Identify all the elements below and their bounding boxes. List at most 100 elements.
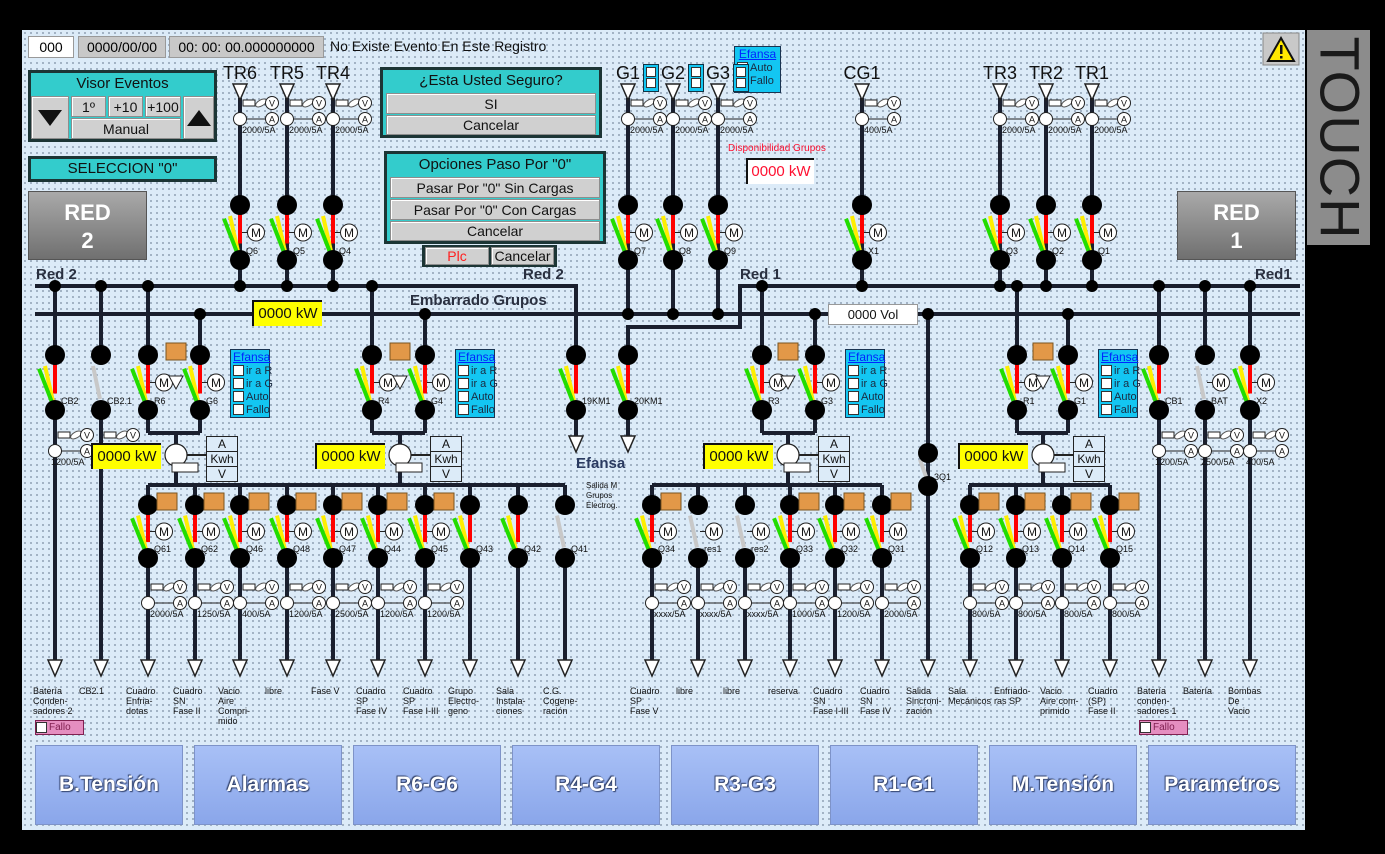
event-number-field[interactable]: 000 (28, 36, 74, 58)
sync-breaker[interactable]: 3Q1 (918, 443, 951, 496)
nav-button-r4-g4[interactable]: R4-G4 (512, 745, 660, 825)
red1-button[interactable]: RED 1 (1177, 191, 1296, 260)
plus10-button[interactable]: +10 (108, 96, 143, 117)
efansa-section-link[interactable]: Efansa (233, 350, 271, 364)
section-breaker[interactable]: MX2 (1232, 345, 1275, 420)
generator-fault-checkbox[interactable] (736, 78, 746, 88)
section-breaker[interactable]: MG3 (797, 345, 840, 420)
efansa-groups-link[interactable]: Efansa (738, 47, 777, 61)
efansa-option-checkbox[interactable] (233, 404, 244, 415)
confirm-cancel-button[interactable]: Cancelar (386, 115, 596, 135)
section-breaker[interactable]: MG6 (182, 345, 225, 420)
nav-button-alarmas[interactable]: Alarmas (194, 745, 342, 825)
feeder-breaker[interactable]: Q41 (555, 495, 588, 568)
efansa-option-checkbox[interactable] (458, 391, 469, 402)
incomer-breaker[interactable]: MQ7 (610, 195, 653, 270)
efansa-option-checkbox[interactable] (848, 365, 859, 376)
nav-button-r3-g3[interactable]: R3-G3 (671, 745, 819, 825)
next-event-button[interactable] (183, 96, 214, 139)
seleccion-button[interactable]: SELECCION "0" (28, 156, 217, 182)
incomer-breaker[interactable]: MQ5 (269, 195, 312, 270)
efansa-option-checkbox[interactable] (233, 391, 244, 402)
incomer-breaker[interactable]: MQ2 (1028, 195, 1071, 270)
section-breaker[interactable]: MR4 (354, 345, 397, 420)
section-breaker[interactable]: 19KM1 (558, 345, 611, 420)
efansa-option-checkbox[interactable] (233, 378, 244, 389)
first-event-button[interactable]: 1º (71, 96, 106, 117)
feeder-breaker[interactable]: Q43 (452, 495, 493, 568)
section-breaker[interactable]: MG4 (407, 345, 450, 420)
fallo-checkbox[interactable] (36, 722, 47, 733)
section-breaker[interactable]: MR3 (744, 345, 787, 420)
generator-status-checkbox[interactable] (691, 67, 701, 77)
incomer-breaker[interactable]: MQ1 (1074, 195, 1117, 270)
generator-status-checkbox[interactable] (646, 67, 656, 77)
section-breaker[interactable]: MG1 (1050, 345, 1093, 420)
efansa-option-checkbox[interactable] (458, 365, 469, 376)
generator-status-checkbox[interactable] (736, 67, 746, 77)
incomer-breaker[interactable]: MX1 (844, 195, 887, 270)
feeder-breaker[interactable]: Q42 (500, 495, 541, 568)
incomer-breaker[interactable]: MQ3 (982, 195, 1025, 270)
red2-button[interactable]: RED 2 (28, 191, 147, 260)
section-breaker[interactable]: CB2 (37, 345, 79, 420)
efansa-option-checkbox[interactable] (233, 365, 244, 376)
generator-fault-checkbox[interactable] (646, 78, 656, 88)
nav-button-r6-g6[interactable]: R6-G6 (353, 745, 501, 825)
plc-button[interactable]: Plc (425, 247, 489, 265)
efansa-section-link[interactable]: Efansa (1101, 350, 1139, 364)
incomer-breaker[interactable]: MQ8 (655, 195, 698, 270)
warning-triangle-icon[interactable] (1262, 32, 1300, 66)
efansa-option-checkbox[interactable] (848, 378, 859, 389)
manual-button[interactable]: Manual (71, 118, 181, 139)
previous-event-button[interactable] (31, 96, 69, 139)
efansa-option-checkbox[interactable] (458, 404, 469, 415)
section-breaker[interactable]: CB1 (1141, 345, 1183, 420)
nav-button-b-tensi-n[interactable]: B.Tensión (35, 745, 183, 825)
section-breaker[interactable]: CB2.1 (91, 345, 132, 420)
nav-button-m-tensi-n[interactable]: M.Tensión (989, 745, 1137, 825)
section-breaker[interactable]: MR1 (999, 345, 1042, 420)
nav-button-parametros[interactable]: Parametros (1148, 745, 1296, 825)
option-sin-cargas-button[interactable]: Pasar Por "0" Sin Cargas (390, 177, 600, 198)
incomer-breaker[interactable]: MQ4 (315, 195, 358, 270)
nav-button-r1-g1[interactable]: R1-G1 (830, 745, 978, 825)
section-breaker[interactable]: 20KM1 (610, 345, 663, 420)
generator-fault-checkbox[interactable] (691, 78, 701, 88)
efansa-option-checkbox[interactable] (848, 391, 859, 402)
efansa-option-checkbox[interactable] (1101, 365, 1112, 376)
efansa-option-checkbox[interactable] (848, 404, 859, 415)
section-breaker[interactable]: MR6 (130, 345, 173, 420)
plc-cancel-button[interactable]: Cancelar (491, 247, 554, 265)
confirm-yes-button[interactable]: SI (386, 93, 596, 114)
fallo-checkbox[interactable] (1140, 722, 1151, 733)
incomer-breaker[interactable]: MQ9 (700, 195, 743, 270)
efansa-option-checkbox[interactable] (1101, 391, 1112, 402)
efansa-section-link[interactable]: Efansa (458, 350, 496, 364)
plus100-button[interactable]: +100 (145, 96, 181, 117)
option-con-cargas-button[interactable]: Pasar Por "0" Con Cargas (390, 199, 600, 220)
incomer-breaker[interactable]: MQ6 (222, 195, 265, 270)
efansa-section-link[interactable]: Efansa (848, 350, 886, 364)
efansa-option-checkbox[interactable] (458, 378, 469, 389)
options-cancel-button[interactable]: Cancelar (390, 221, 600, 241)
efansa-option-checkbox[interactable] (1101, 378, 1112, 389)
